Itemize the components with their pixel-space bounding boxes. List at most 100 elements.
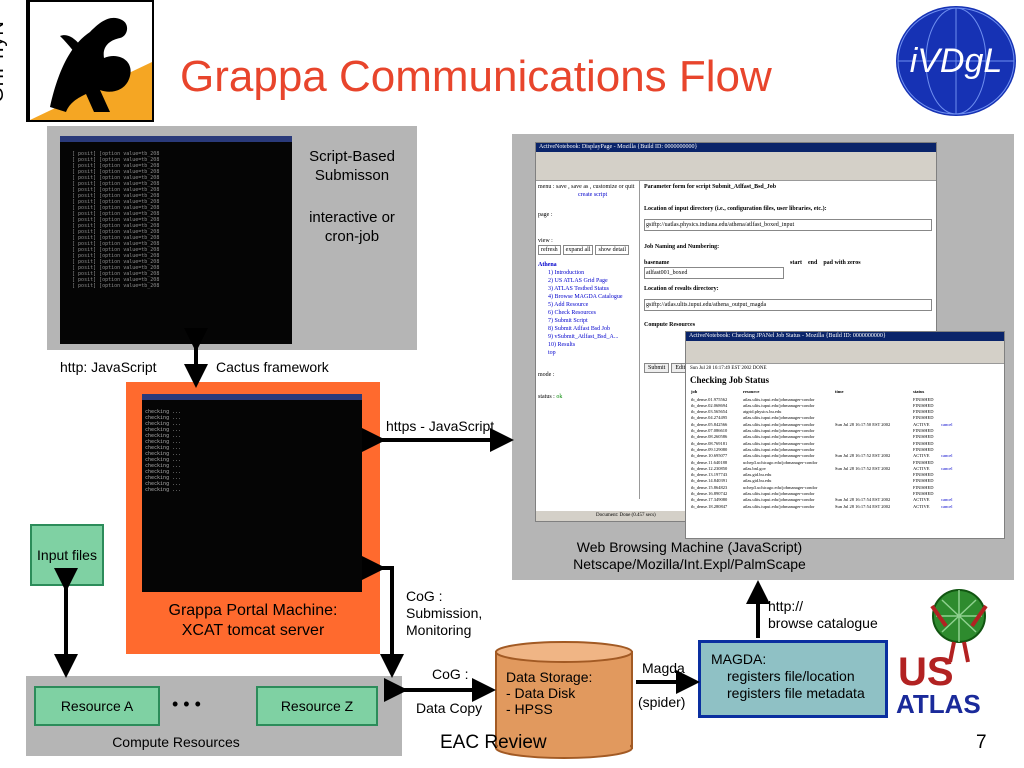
magda-line-3: registers file metadata (727, 685, 865, 701)
cog-copy-2: Data Copy (416, 700, 483, 716)
win1-results-field[interactable]: gsiftp://atlas.ulits.iupui.edu/athena_ou… (644, 299, 932, 311)
win1-view-buttons: refresh expand all show detail (538, 245, 637, 255)
submit-button[interactable]: Submit (644, 363, 670, 373)
job-time: Sun Jul 28 16:17:50 EST 2002 (835, 421, 891, 427)
cog-submission-2: Submission, (406, 605, 483, 621)
job-id: tb_dense.10.695077 (691, 453, 728, 459)
resource-z-label: Resource Z (280, 698, 354, 714)
win1-results-label: Location of results directory: (644, 286, 719, 292)
job-row: tb_dense.10.695077 atlas.ulits.iupui.edu/… (690, 453, 954, 459)
win2-heading: Checking Job Status (690, 375, 770, 386)
tree-item[interactable]: 6) Check Resources (548, 310, 596, 316)
job-resource: uchep3.uchicago.edu/jobmanager-condor (743, 484, 818, 490)
win2-date: Sun Jul 28 16:17:49 EST 2002 DONE (690, 366, 767, 371)
job-id: tb_dense.11.640188 (691, 459, 728, 465)
col-time: time (835, 389, 844, 395)
show-detail-button[interactable]: show detail (595, 245, 629, 255)
job-id: tb_dense.17.349080 (691, 497, 728, 503)
job-id: tb_dense.01.975562 (691, 396, 728, 402)
input-files-box: Input files (30, 524, 104, 586)
tree-root[interactable]: Athena (538, 262, 557, 268)
script-terminal-window: [ posit] [option value=tb_208 [ posit] [… (60, 136, 292, 344)
win1-status-label: status : (538, 394, 555, 400)
expand-all-button[interactable]: expand all (562, 245, 594, 255)
ivdgl-text: iVDgL (909, 41, 1003, 80)
col-job: job (691, 389, 698, 395)
job-id: tb_dense.08.769181 (691, 440, 728, 446)
job-resource: atlas.gtd.bu.edu (743, 478, 772, 484)
tree-item[interactable]: 5) Add Resource (548, 302, 589, 308)
tree-item[interactable]: 3) ATLAS Testbed Status (548, 286, 609, 292)
win1-status-value: ok (556, 394, 563, 400)
job-status: FINISHED (913, 396, 934, 402)
browser-caption-1: Web Browsing Machine (JavaScript) (576, 539, 803, 555)
job-status: FINISHED (913, 491, 934, 497)
job-id: tb_dense.13.197743 (691, 472, 728, 478)
job-id: tb_dense.16.890742 (691, 491, 728, 497)
job-row: tb_dense.17.349080 atlas.ulits.iupui.edu/… (690, 497, 954, 503)
win1-create-link[interactable]: create script (578, 192, 608, 198)
win1-heading: Parameter form for script Submit_Atlfast… (644, 184, 777, 190)
job-time: Sun Jul 28 16:17:52 EST 2002 (835, 453, 891, 459)
job-resource: atlas.ulits.iupui.edu/jobmanager-condor (743, 446, 815, 452)
job-cancel[interactable]: cancel (941, 503, 953, 509)
usatlas-us: US (898, 650, 954, 694)
job-resource: atlas.ulits.iupui.edu/jobmanager-condor (743, 497, 815, 503)
job-id: tb_dense.04.274495 (691, 415, 728, 421)
win1-status-row: status : ok (538, 393, 637, 401)
win1-view-label: view : (538, 238, 553, 244)
job-id: tb_dense.15.864823 (691, 484, 728, 490)
tree-item[interactable]: 8) Submit Atlfast Bsd Job (548, 326, 611, 332)
job-status: FINISHED (913, 484, 934, 490)
browser-window-job-status: ActiveNotebook: Checking JPANel Job Stat… (685, 331, 1005, 539)
cog-copy-1: CoG : (432, 666, 469, 682)
job-status: ACTIVE (913, 453, 930, 459)
col-status: status (913, 389, 925, 395)
job-status: FINISHED (913, 459, 934, 465)
job-id: tb_dense.07.086610 (691, 428, 728, 434)
job-resource: atlas.bnl.gov (743, 465, 766, 471)
tree-item[interactable]: 9) vSubmit_Atlfast_Bsd_A... (548, 334, 619, 340)
browser-caption-2: Netscape/Mozilla/Int.Expl/PalmScape (573, 556, 806, 572)
col-resource: resource (743, 389, 760, 395)
refresh-button[interactable]: refresh (538, 245, 561, 255)
job-cancel[interactable]: cancel (941, 497, 953, 503)
magda-link-1: Magda (642, 660, 685, 676)
job-status: FINISHED (913, 434, 934, 440)
script-modes: interactive or cron-job (309, 209, 395, 245)
win1-basename-field[interactable]: atlfast001_boxed (644, 267, 784, 279)
tree-item[interactable]: top (548, 350, 556, 356)
win1-toolbar (536, 152, 936, 181)
tree-item[interactable]: 2) US ATLAS Grid Page (548, 278, 608, 284)
job-resource: atlas.ulits.iupui.edu/jobmanager-condor (743, 453, 815, 459)
job-status-rows: tb_dense.01.975562 atlas.ulits.iupui.edu/… (690, 397, 954, 510)
tree-item[interactable]: 4) Browse MAGDA Catalogue (548, 294, 623, 300)
win2-titlebar: ActiveNotebook: Checking JPANel Job Stat… (686, 332, 1004, 341)
job-id: tb_dense.09.129080 (691, 446, 728, 452)
portal-terminal-titlebar (142, 394, 362, 400)
job-id: tb_dense.05.842566 (691, 421, 728, 427)
job-time: Sun Jul 28 16:17:54 EST 2002 (835, 503, 891, 509)
browse-link-2: browse catalogue (768, 615, 878, 631)
job-status: ACTIVE (913, 421, 930, 427)
win1-input-field[interactable]: gsiftp://uatlas.physics.indiana.edu/athe… (644, 219, 932, 231)
resource-ellipsis: • • • (172, 694, 201, 714)
job-status: FINISHED (913, 415, 934, 421)
griphyn-logo (28, 0, 154, 122)
tree-item[interactable]: 7) Submit Script (548, 318, 588, 324)
job-cancel[interactable]: cancel (941, 421, 953, 427)
job-resource: atlas.ulits.iupui.edu/jobmanager-condor (743, 434, 815, 440)
win1-titlebar: ActiveNotebook: DisplayPage - Mozilla {B… (536, 143, 936, 152)
job-status-header: job resource time status (690, 388, 954, 396)
storage-line-1: Data Storage: (506, 669, 593, 685)
job-resource: atlas.gtd.bu.edu (743, 472, 772, 478)
tree-item[interactable]: 10) Results (548, 342, 576, 348)
job-cancel[interactable]: cancel (941, 465, 953, 471)
job-status: ACTIVE (913, 503, 930, 509)
job-id: tb_dense.02.068694 (691, 402, 728, 408)
tree-item[interactable]: 1) Introduction (548, 270, 585, 276)
job-cancel[interactable]: cancel (941, 453, 953, 459)
